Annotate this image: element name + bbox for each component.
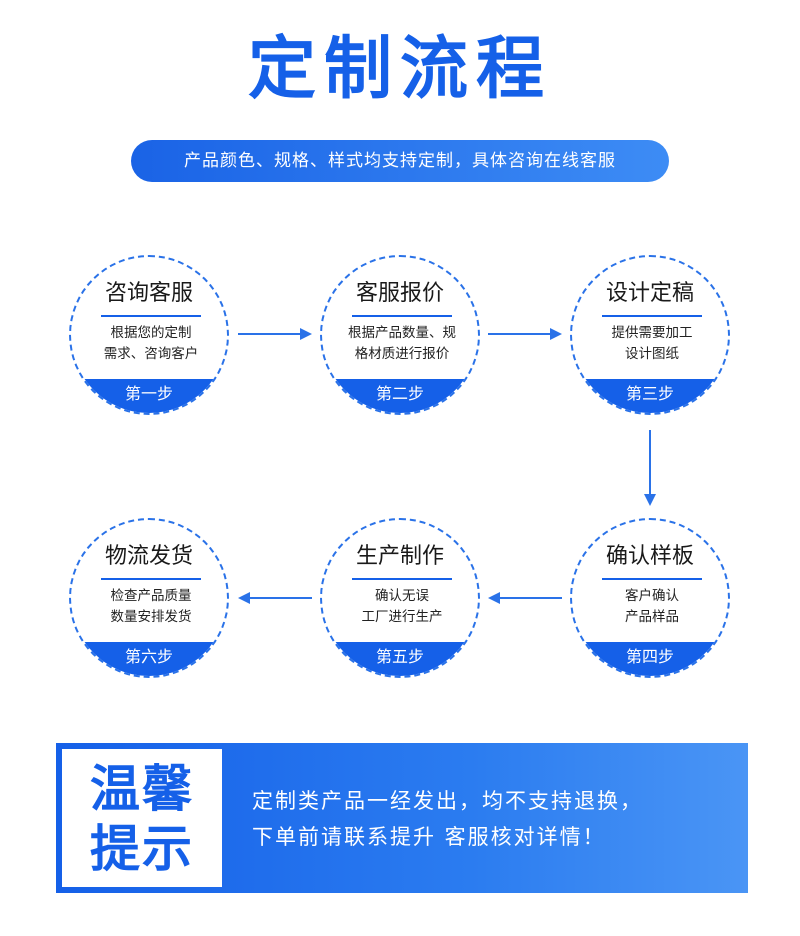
step-description: 提供需要加工设计图纸 [611,325,693,362]
step-circle-6: 物流发货 检查产品质量数量安排发货 第六步 [69,518,229,678]
divider [352,578,452,580]
arrow-right-icon [488,328,562,340]
step-label: 第三步 [572,379,728,413]
tip-text: 定制类产品一经发出，均不支持退换， 下单前请联系提升 客服核对详情！ [252,789,643,849]
step-label: 第一步 [71,379,227,413]
step-label: 第六步 [71,642,227,676]
tip-title-box: 温馨 提示 [62,749,222,887]
step-description: 客户确认产品样品 [625,588,679,625]
arrow-left-icon [238,592,312,604]
tip-banner: 温馨 提示 定制类产品一经发出，均不支持退换， 下单前请联系提升 客服核对详情！ [56,743,748,893]
arrow-down-icon [644,430,656,506]
divider [101,315,201,317]
step-description: 根据您的定制需求、咨询客户 [103,325,199,362]
step-label: 第四步 [572,642,728,676]
step-circle-3: 设计定稿 提供需要加工设计图纸 第三步 [570,255,730,415]
step-name: 物流发货 [104,544,193,569]
step-circle-4: 确认样板 客户确认产品样品 第四步 [570,518,730,678]
step-label: 第五步 [322,642,478,676]
step-name: 设计定稿 [605,281,694,306]
step-label: 第二步 [322,379,478,413]
page-title: 定制流程 [247,30,552,109]
divider [602,578,702,580]
step-circle-2: 客服报价 根据产品数量、规格材质进行报价 第二步 [320,255,480,415]
step-name: 咨询客服 [104,281,193,306]
step-description: 检查产品质量数量安排发货 [110,588,192,625]
step-circle-1: 咨询客服 根据您的定制需求、咨询客户 第一步 [69,255,229,415]
arrow-right-icon [238,328,312,340]
step-circle-5: 生产制作 确认无误工厂进行生产 第五步 [320,518,480,678]
step-name: 客服报价 [355,281,444,306]
tip-title: 温馨 提示 [90,760,194,878]
divider [602,315,702,317]
step-name: 确认样板 [605,544,694,569]
step-description: 根据产品数量、规格材质进行报价 [348,325,456,362]
arrow-left-icon [488,592,562,604]
step-name: 生产制作 [355,544,444,569]
step-description: 确认无误工厂进行生产 [361,588,443,625]
subtitle-banner: 产品颜色、规格、样式均支持定制，具体咨询在线客服 [131,140,669,182]
divider [352,315,452,317]
divider [101,578,201,580]
